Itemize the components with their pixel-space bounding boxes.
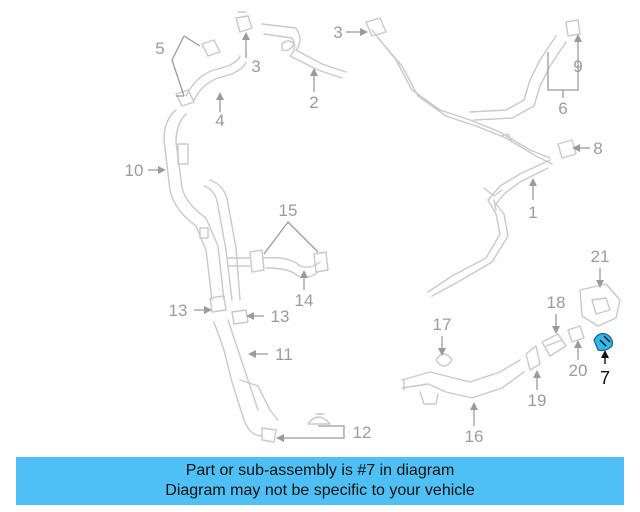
callout-label-14: 14 xyxy=(295,291,314,310)
clamp-part-5b xyxy=(175,89,195,107)
callout-label-3b: 3 xyxy=(333,23,342,42)
hose-part-19 xyxy=(525,345,541,371)
bracket-part-16 xyxy=(403,379,439,405)
pipe-part-6 xyxy=(469,35,567,121)
clamp-part-7[interactable] xyxy=(593,333,613,352)
callout-label-2: 2 xyxy=(309,93,318,112)
highlighted-part-7[interactable] xyxy=(593,333,613,364)
callout-label-19: 19 xyxy=(528,391,547,410)
hose-part-4 xyxy=(185,55,247,101)
hose-part-11 xyxy=(213,319,279,437)
banner-line-1: Part or sub-assembly is #7 in diagram xyxy=(185,462,455,479)
pipe-part-16 xyxy=(401,359,525,399)
clamp-part-3b xyxy=(281,40,295,52)
callout-label-8: 8 xyxy=(593,139,602,158)
pipe-part-1 xyxy=(371,29,553,165)
clamp-part-12 xyxy=(261,427,277,443)
callout-labels: 1 2 3 3 4 5 6 7 8 9 10 11 12 13 13 14 15… xyxy=(125,23,610,446)
parts-diagram: 1 2 3 3 4 5 6 7 8 9 10 11 12 13 13 14 15… xyxy=(125,11,621,446)
pipe-part-10 xyxy=(163,109,225,301)
callout-label-12: 12 xyxy=(353,423,372,442)
clamp-part-8 xyxy=(557,139,577,159)
clamp-part-5a xyxy=(201,39,221,57)
callout-label-1: 1 xyxy=(528,203,537,222)
callout-label-11: 11 xyxy=(275,345,293,364)
callout-label-6: 6 xyxy=(558,99,567,118)
bracket-part-10 xyxy=(177,143,209,239)
callout-label-9: 9 xyxy=(573,57,582,76)
callout-label-3a: 3 xyxy=(251,57,260,76)
callout-label-15: 15 xyxy=(279,201,298,220)
clamp-part-3a xyxy=(235,11,253,33)
callout-label-21: 21 xyxy=(591,247,610,266)
bracket-part-1 xyxy=(483,133,513,211)
info-banner: Part or sub-assembly is #7 in diagram Di… xyxy=(16,457,624,505)
pipe-part-1b xyxy=(427,159,551,297)
callout-label-10: 10 xyxy=(125,161,144,180)
hose-part-18 xyxy=(541,333,567,357)
housing-part-21 xyxy=(579,283,621,327)
hose-part-2 xyxy=(261,23,347,79)
gasket-part-17 xyxy=(435,353,453,367)
callout-label-5: 5 xyxy=(155,39,164,58)
clamp-part-3c xyxy=(365,17,387,37)
callout-label-16: 16 xyxy=(465,427,484,446)
cap-part-12 xyxy=(307,413,331,425)
clamp-part-15a xyxy=(249,249,265,273)
clamp-part-13a xyxy=(209,295,227,313)
clamp-part-20 xyxy=(567,325,585,343)
callout-label-7: 7 xyxy=(600,368,610,388)
callout-label-13b: 13 xyxy=(271,307,290,326)
callout-label-20: 20 xyxy=(569,361,588,380)
clamp-part-9 xyxy=(565,19,581,37)
callout-label-13a: 13 xyxy=(169,301,188,320)
callout-lines xyxy=(148,28,604,442)
clamp-part-15b xyxy=(313,251,329,273)
hose-part-14 xyxy=(227,256,321,279)
callout-label-18: 18 xyxy=(547,293,566,312)
part-drawings xyxy=(163,11,621,443)
banner-line-2: Diagram may not be specific to your vehi… xyxy=(165,482,475,499)
pipe-part-10b xyxy=(203,179,241,301)
clamp-part-13b xyxy=(231,309,249,325)
callout-label-17: 17 xyxy=(433,315,452,334)
callout-label-4: 4 xyxy=(215,111,224,130)
